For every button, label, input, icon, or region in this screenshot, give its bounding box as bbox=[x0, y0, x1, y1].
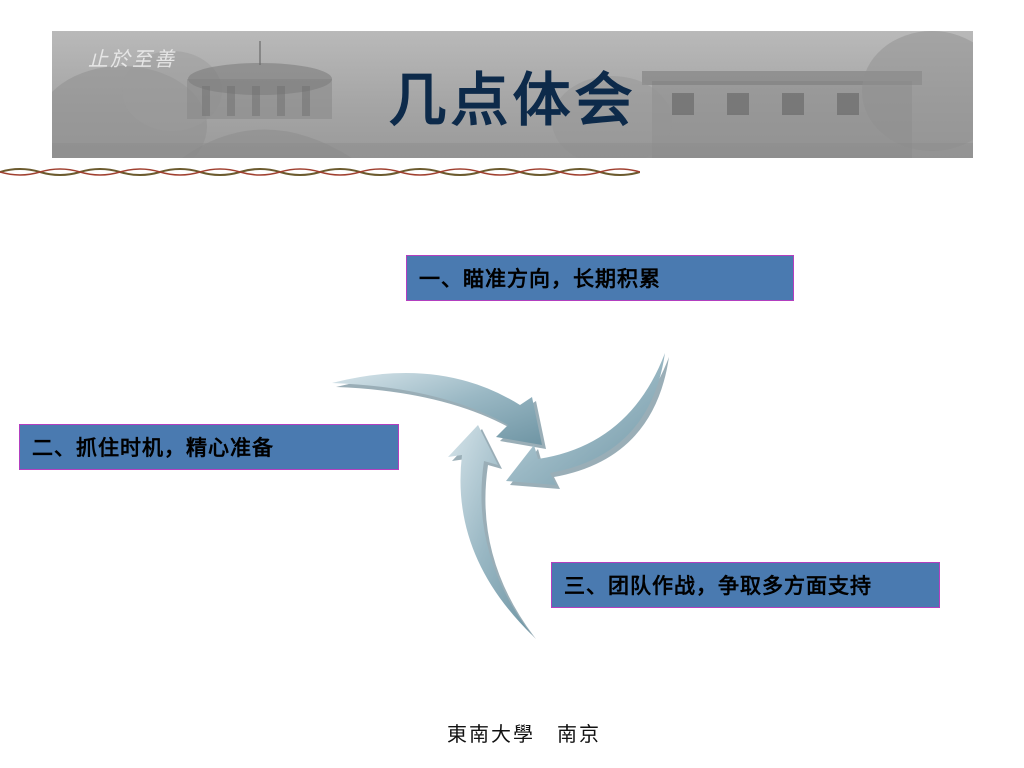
campus-photo-background bbox=[52, 31, 973, 158]
point-1-box: 一、瞄准方向，长期积累 bbox=[406, 255, 794, 301]
slide-title: 几点体会 bbox=[388, 65, 637, 134]
ornament-divider bbox=[0, 168, 640, 176]
footer-university-name: 東南大學 南京 bbox=[447, 722, 601, 746]
curved-arrow-icon bbox=[448, 425, 536, 639]
point-2-box: 二、抓住时机，精心准备 bbox=[19, 424, 399, 470]
curved-arrow-icon bbox=[332, 372, 546, 449]
motto-text: 止於至善 bbox=[88, 47, 176, 71]
point-3-box: 三、团队作战，争取多方面支持 bbox=[551, 562, 940, 608]
cycle-arrows-diagram bbox=[332, 353, 669, 639]
header-banner: 止於至善 几点体会 bbox=[52, 31, 973, 158]
curved-arrow-icon bbox=[506, 353, 669, 489]
